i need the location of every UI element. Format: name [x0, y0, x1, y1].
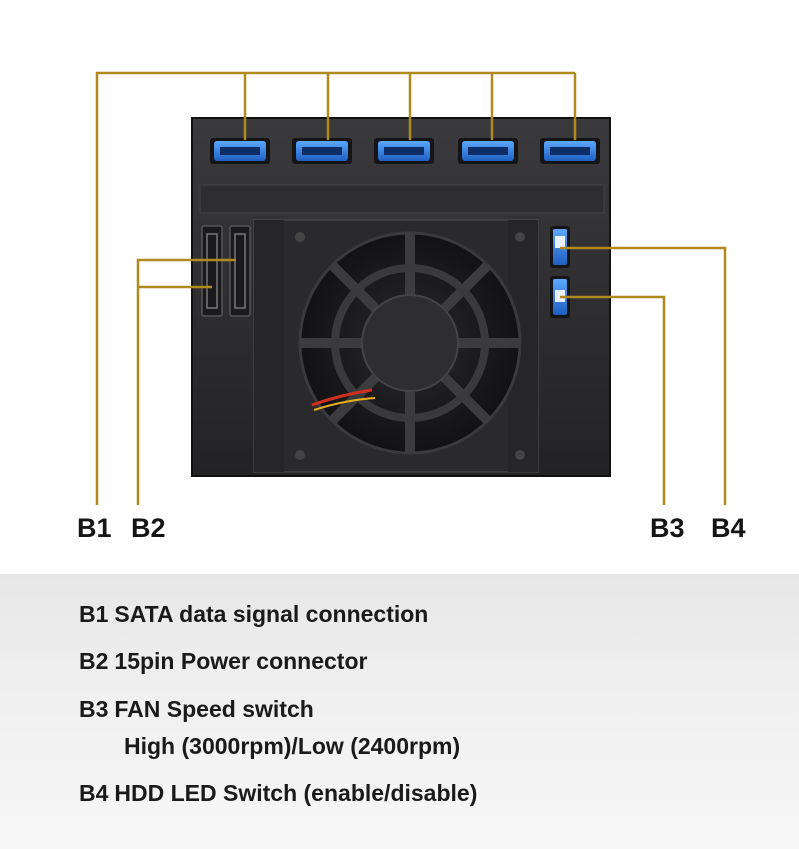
- callout-label-b3: B3: [650, 513, 685, 543]
- legend-code: B1: [79, 601, 109, 627]
- sata-port-icon: [374, 138, 434, 164]
- backplane-diagram: [95, 71, 727, 505]
- leader-line-b2: [136, 258, 236, 505]
- legend-code: B4: [79, 780, 109, 806]
- leader-line-b3: [560, 295, 666, 505]
- callout-label-b2: B2: [131, 513, 166, 543]
- sata-port-icon: [210, 138, 270, 164]
- callout-label-b4: B4: [711, 513, 746, 543]
- callout-label-b1: B1: [77, 513, 112, 543]
- sata-ports: [210, 138, 600, 164]
- legend-text: 15pin Power connector: [114, 648, 368, 674]
- legend-code: B3: [79, 696, 109, 722]
- sata-port-icon: [458, 138, 518, 164]
- legend-panel: [0, 574, 799, 849]
- legend-text: SATA data signal connection: [114, 601, 429, 627]
- sata-port-icon: [540, 138, 600, 164]
- sata-port-icon: [292, 138, 352, 164]
- legend-code: B2: [79, 648, 109, 674]
- legend-text: HDD LED Switch (enable/disable): [114, 780, 478, 806]
- legend-detail-b3: High (3000rpm)/Low (2400rpm): [124, 733, 461, 759]
- leader-line-b4: [560, 246, 727, 505]
- fan-icon: [295, 231, 525, 460]
- leader-lines: [95, 71, 727, 505]
- power-connector-icon: [201, 225, 223, 317]
- leader-line-b1: [95, 71, 577, 505]
- legend-text: FAN Speed switch: [114, 696, 314, 722]
- power-connector-icon: [229, 225, 251, 317]
